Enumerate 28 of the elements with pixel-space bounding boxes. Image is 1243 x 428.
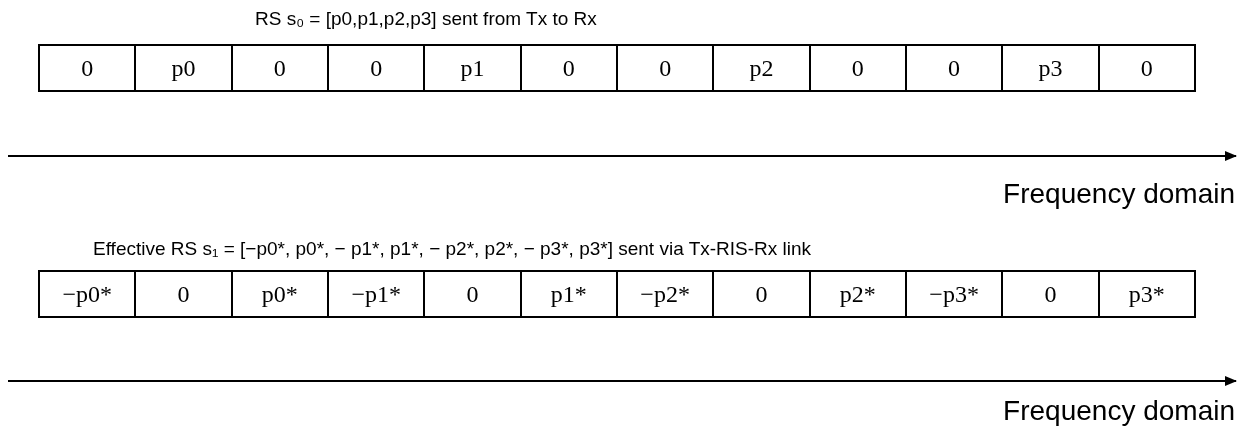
table-cell: 0 (329, 46, 426, 90)
table-cell: 0 (521, 46, 618, 90)
table-cell: 0 (617, 46, 715, 90)
table-cell: −p0* (40, 272, 137, 316)
table-cell: 0 (906, 46, 1004, 90)
table-cell: 0 (810, 46, 907, 90)
table-cell: p1* (521, 272, 618, 316)
axis-label: Frequency domain (1003, 395, 1235, 427)
table-cell: p3 (1003, 46, 1100, 90)
table-cell: 0 (40, 46, 137, 90)
table-cell: 0 (714, 272, 811, 316)
table-cell: p0 (136, 46, 233, 90)
table-cell: p2 (714, 46, 811, 90)
table-cell: 0 (425, 272, 522, 316)
signal-caption: RS s₀ = [p0,p1,p2,p3] sent from Tx to Rx (255, 8, 597, 30)
axis-label: Frequency domain (1003, 178, 1235, 210)
table-cell-text: p3* (1127, 279, 1166, 309)
table-cell: −p1* (329, 272, 426, 316)
table-cell: 0 (232, 46, 329, 90)
table-cell-text: 0 (1139, 53, 1154, 83)
table-cell: p0* (232, 272, 329, 316)
table-cell: 0 (1003, 272, 1100, 316)
signal-caption: Effective RS s₁ = [−p0*, p0*, − p1*, p1*, − p2*, p2*, − p3*, p3*] sent via Tx-RIS-Rx link (93, 238, 812, 260)
table-cell: p1 (425, 46, 522, 90)
table-cell: 0 (136, 272, 233, 316)
table-cell: −p2* (617, 272, 715, 316)
table-cell: p2* (810, 272, 907, 316)
table-cell: −p3* (906, 272, 1004, 316)
